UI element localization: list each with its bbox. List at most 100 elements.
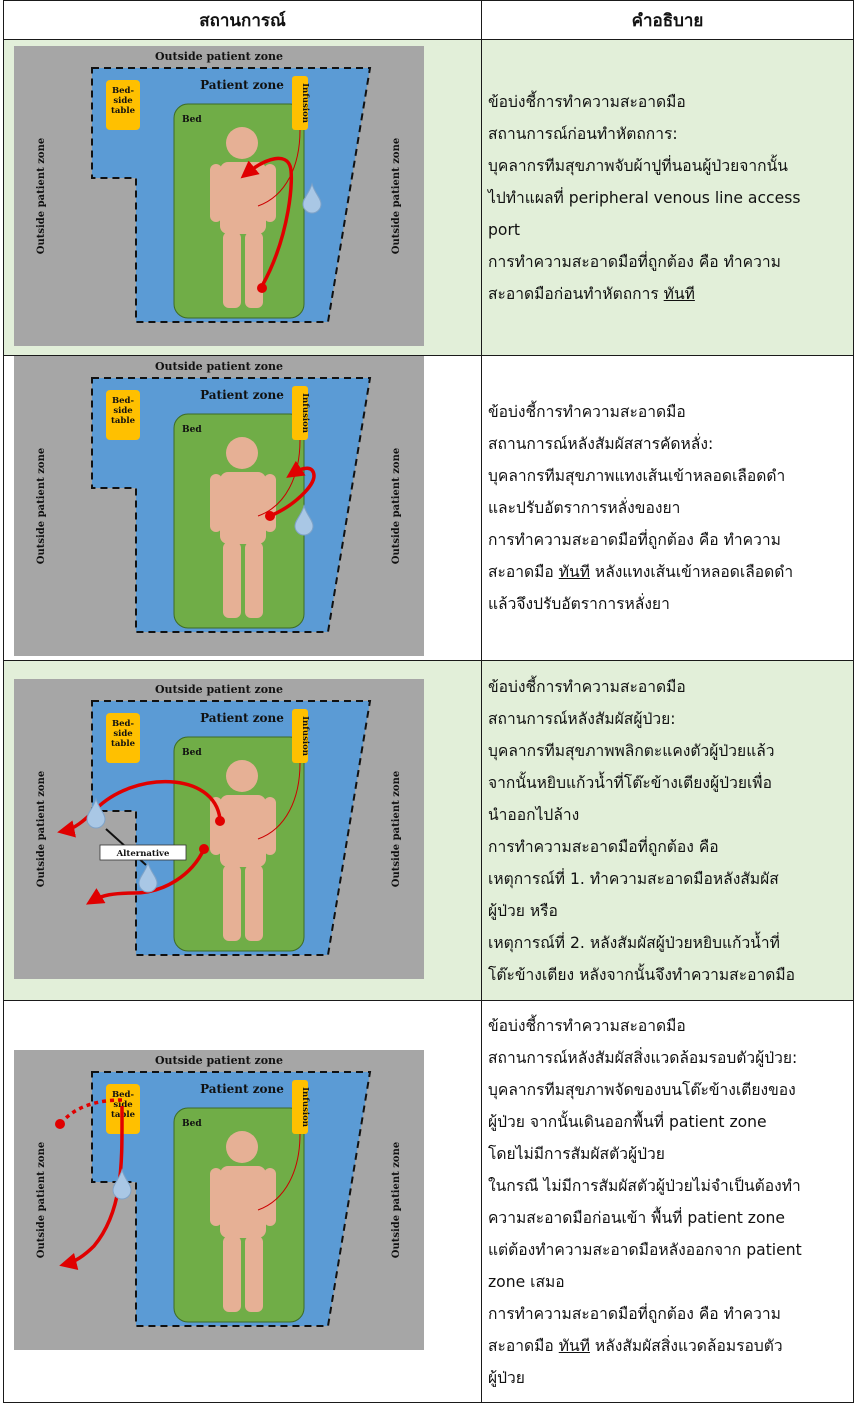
touch-point	[265, 511, 275, 521]
bedside-table-label: table	[111, 416, 136, 426]
bed-label: Bed	[182, 748, 202, 758]
patient-figure	[210, 437, 276, 618]
desc-line: บุคลากรทีมสุขภาพพลิกตะแคงตัวผู้ป่วยแล้ว	[488, 741, 775, 760]
diagram-svg: Outside patient zone Outside patient zone…	[14, 678, 424, 979]
desc-line: สถานการณ์หลังสัมผัสสารคัดหลั่ง:	[488, 435, 714, 453]
desc-line: แต่ต้องทำความสะอาดมือหลังออกจาก patient	[488, 1240, 802, 1259]
infusion-line	[257, 762, 301, 839]
bedside-table-label: side	[113, 1100, 133, 1110]
patient-right-leg	[245, 542, 263, 618]
desc-line: และปรับอัตราการหลั่งของยา	[488, 499, 681, 517]
emphasis-immediately: ทันที	[558, 563, 590, 581]
desc-line: โต๊ะข้างเตียง หลังจากนั้นจึงทำความสะอาดม…	[488, 965, 795, 984]
patient-zone-label: Patient zone	[200, 711, 284, 725]
infusion-line	[257, 1133, 301, 1210]
bedside-table-label: table	[111, 106, 136, 116]
bedside-table-label: side	[113, 96, 133, 106]
infusion-stand	[292, 75, 308, 130]
desc-line: การทำความสะอาดมือที่ถูกต้อง คือ ทำความ	[488, 252, 781, 271]
scenario-cell-3: Outside patient zone Outside patient zone…	[3, 660, 482, 1001]
desc-line: นำออกไปล้าง	[488, 805, 580, 824]
patient-right-arm	[264, 1167, 276, 1226]
desc-line: การทำความสะอาดมือที่ถูกต้อง คือ ทำความ	[488, 531, 781, 549]
hand-hygiene-drop-icon	[302, 181, 322, 213]
patient-left-arm	[210, 474, 222, 532]
description-1: ข้อบ่งชี้การทำความสะอาดมือ สถานการณ์ก่อน…	[482, 86, 853, 310]
patient-torso	[220, 1165, 266, 1238]
infusion-stand	[292, 1079, 308, 1134]
scenario-diagram-after-patient-contact: Outside patient zone Outside patient zone…	[14, 678, 481, 983]
desc-line: port	[488, 220, 520, 239]
patient-right-arm	[264, 796, 276, 855]
description-cell-1: ข้อบ่งชี้การทำความสะอาดมือ สถานการณ์ก่อน…	[481, 39, 854, 356]
infusion-line	[257, 129, 301, 206]
patient-zone-label: Patient zone	[200, 388, 284, 402]
hand-hygiene-drop-icon	[138, 860, 158, 892]
hand-path-arrow-alt-1	[57, 779, 222, 838]
desc-line: แล้วจึงปรับอัตราการหลั่งยา	[488, 595, 670, 613]
desc-line: สถานการณ์หลังสัมผัสผู้ป่วย:	[488, 709, 676, 728]
patient-left-leg	[223, 1235, 241, 1312]
description-3: ข้อบ่งชี้การทำความสะอาดมือ สถานการณ์หลัง…	[482, 671, 853, 991]
patient-right-leg	[245, 1235, 263, 1312]
outside-zone-label-top: Outside patient zone	[155, 1054, 283, 1067]
patient-torso	[220, 161, 266, 234]
touch-point	[55, 1118, 65, 1129]
patient-torso	[220, 794, 266, 867]
touch-point	[257, 282, 267, 293]
bed-label: Bed	[182, 425, 202, 435]
desc-line: โดยไม่มีการสัมผัสตัวผู้ป่วย	[488, 1144, 665, 1163]
patient-head	[226, 126, 258, 159]
bed-label: Bed	[182, 115, 202, 125]
hand-path-arrow	[59, 1105, 124, 1270]
bedside-table-label: Bed-	[112, 1090, 135, 1100]
desc-line: สถานการณ์ก่อนทำหัตถการ:	[488, 124, 678, 143]
outside-zone-label-left: Outside patient zone	[36, 770, 47, 886]
desc-text: สะอาดมือ	[488, 563, 559, 581]
outside-zone-label-top: Outside patient zone	[155, 50, 283, 63]
patient-left-leg	[223, 864, 241, 941]
patient-head	[226, 1130, 258, 1163]
infusion-label: Infusion	[300, 393, 310, 433]
bedside-table	[106, 79, 140, 130]
patient-torso	[220, 472, 266, 544]
outside-zone-label-top: Outside patient zone	[155, 360, 283, 373]
bedside-table-label: table	[111, 739, 136, 749]
header-row: สถานการณ์ คำอธิบาย	[3, 0, 854, 40]
outside-zone-label-left: Outside patient zone	[36, 448, 47, 564]
infusion-label: Infusion	[300, 1087, 310, 1127]
bedside-table	[106, 712, 140, 763]
desc-text: หลังแทงเส้นเข้าหลอดเลือดดำ	[589, 563, 794, 581]
desc-line: ในกรณี ไม่มีการสัมผัสตัวผู้ป่วยไม่จำเป็น…	[488, 1176, 801, 1195]
bedside-table-label: Bed-	[112, 719, 135, 729]
header-description: คำอธิบาย	[481, 0, 854, 40]
infusion-line	[257, 439, 301, 517]
emphasis-immediately: ทันที	[663, 284, 695, 303]
desc-line: ข้อบ่งชี้การทำความสะอาดมือ	[488, 403, 686, 421]
alternative-box	[99, 844, 187, 860]
patient-head	[226, 437, 258, 469]
desc-line: ข้อบ่งชี้การทำความสะอาดมือ	[488, 1016, 686, 1035]
hand-path-arrow	[269, 460, 316, 518]
desc-line: เหตุการณ์ที่ 1. ทำความสะอาดมือหลังสัมผัส	[488, 869, 779, 888]
desc-line: สะอาดมือก่อนทำหัตถการ ทันที	[488, 278, 847, 310]
patient-left-arm	[210, 1167, 222, 1226]
description-cell-4: ข้อบ่งชี้การทำความสะอาดมือ สถานการณ์หลัง…	[481, 1000, 854, 1403]
infusion-label: Infusion	[300, 716, 310, 756]
patient-figure	[210, 759, 276, 941]
hand-path-arrow	[240, 156, 294, 287]
outside-zone-label-right: Outside patient zone	[391, 770, 402, 886]
header-scenario: สถานการณ์	[3, 0, 482, 40]
desc-line: สะอาดมือ ทันที หลังแทงเส้นเข้าหลอดเลือดด…	[488, 556, 847, 588]
dotted-path	[60, 1097, 123, 1123]
bedside-table-label: side	[113, 729, 133, 739]
description-cell-3: ข้อบ่งชี้การทำความสะอาดมือ สถานการณ์หลัง…	[481, 660, 854, 1001]
desc-line: ข้อบ่งชี้การทำความสะอาดมือ	[488, 677, 686, 696]
